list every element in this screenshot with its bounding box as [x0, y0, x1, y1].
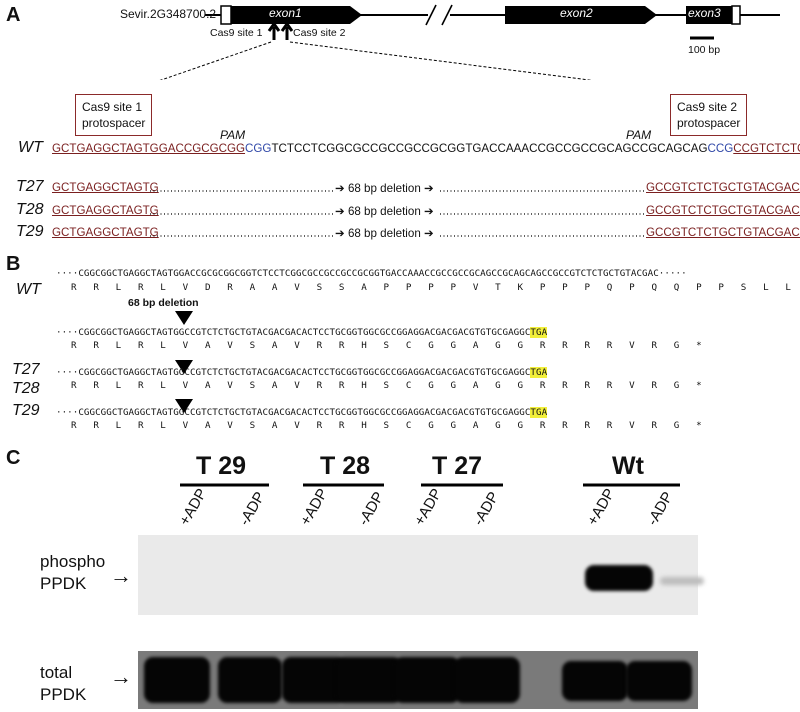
lane-label-5: +ADP	[411, 485, 446, 529]
panel-c-letter: C	[6, 447, 21, 469]
gene-id-label: Sevir.2G348700.2	[120, 7, 217, 21]
phospho-band-wt-minus-adp	[660, 577, 704, 585]
t28-label-a: T28	[16, 201, 44, 218]
exon3-label: exon3	[688, 6, 721, 20]
t28-left-seq: GCTGAGGCTAGTG	[52, 204, 159, 217]
t29-label-a: T29	[16, 223, 44, 240]
t27-right-seq: GCCGTCTCTGCTGTACGACGA	[646, 181, 800, 194]
deletion-markers	[175, 311, 193, 413]
wt-seq-pam2: CCG	[707, 142, 734, 155]
group-underlines	[180, 483, 680, 487]
wt-sequence: GCTGAGGCTAGTGGACCGCGCGGCGGTCTCCTCGGCGCCG…	[52, 142, 800, 155]
wt-seq-middle: TCTCCTCGGCGCCGCCGCCGCGGTGACCAAACCGCCGCCG…	[271, 142, 708, 155]
total-band-1	[144, 657, 210, 703]
t27-label-b: T27	[12, 361, 40, 378]
cas9-site1-protospacer-box: Cas9 site 1 protospacer	[75, 94, 153, 136]
wt-aa-b: R R L R L V D R A A V S S A P P P P V T …	[71, 282, 800, 293]
t29-label-b: T29	[12, 402, 40, 419]
total-band-2	[218, 657, 282, 703]
group-label-t27: T 27	[432, 452, 483, 480]
t29-right-seq: GCCGTCTCTGCTGTACGACGA	[646, 226, 800, 239]
phospho-ppdk-label: phospho PPDK	[40, 552, 106, 593]
group-label-t28: T 28	[320, 452, 371, 480]
group-label-t29: T 29	[196, 452, 247, 480]
total-blot-image	[138, 651, 698, 709]
phospho-arrow: →	[110, 563, 132, 588]
phospho-band-wt-plus-adp	[585, 565, 653, 591]
wt-seq-pam1: CGG	[245, 142, 272, 155]
stop-codon-2: TGA	[530, 367, 548, 378]
phospho-blot-image	[138, 535, 704, 615]
cas9-site2-label: Cas9 site 2	[293, 27, 346, 39]
total-band-6	[454, 657, 520, 703]
lane-label-1: +ADP	[176, 485, 211, 529]
t27-left-seq: GCTGAGGCTAGTG	[52, 181, 159, 194]
total-band-8	[626, 661, 692, 701]
t29-deletion-label: ➔ 68 bp deletion ➔	[335, 227, 434, 240]
total-band-3	[282, 657, 346, 703]
panel-a-letter: A	[6, 4, 21, 26]
wt-label-a: WT	[18, 139, 43, 156]
lane-label-3: +ADP	[297, 485, 332, 529]
lane-label-8: -ADP	[644, 488, 677, 529]
total-arrow: →	[110, 664, 132, 689]
t28-label-b: T28	[12, 380, 40, 397]
lane-label-4: -ADP	[355, 488, 388, 529]
stop-codon-1: TGA	[530, 327, 548, 338]
total-band-4	[336, 657, 402, 703]
mut1-dna: ····CGGCGGCTGAGGCTAGTGGCCGTCTCTGCTGTACGA…	[56, 327, 548, 338]
wt-label-b: WT	[16, 281, 41, 298]
mut2-aa: R R L R L V A V S A V R R H S C G G A G …	[71, 380, 702, 391]
total-band-7	[562, 661, 628, 701]
exon2-label: exon2	[560, 6, 593, 20]
t29-left-seq: GCTGAGGCTAGTG	[52, 226, 159, 239]
wt-seq-protospacer2: CCGTCTCTGCTGTACGACGA	[733, 142, 800, 155]
t28-right-seq: GCCGTCTCTGCTGTACGACGA	[646, 204, 800, 217]
cas9-site2-protospacer-box: Cas9 site 2 protospacer	[670, 94, 748, 136]
scale-bar-label: 100 bp	[688, 44, 721, 56]
gene-model	[159, 4, 780, 80]
deletion-dotted-lines	[150, 190, 644, 237]
panel-b-letter: B	[6, 253, 21, 275]
mut2-dna: ····CGGCGGCTGAGGCTAGTGGCCGTCTCTGCTGTACGA…	[56, 367, 548, 378]
stop-codon-3: TGA	[530, 407, 548, 418]
total-band-5	[394, 657, 460, 703]
wt-seq-protospacer1: GCTGAGGCTAGTGGACCGCGCGG	[52, 142, 246, 155]
mut3-dna: ····CGGCGGCTGAGGCTAGTGGCCGTCTCTGCTGTACGA…	[56, 407, 548, 418]
cas9-site1-label: Cas9 site 1	[210, 27, 263, 39]
t28-deletion-label: ➔ 68 bp deletion ➔	[335, 205, 434, 218]
total-ppdk-label: total PPDK	[40, 663, 87, 704]
t27-deletion-label: ➔ 68 bp deletion ➔	[335, 182, 434, 195]
lane-label-7: +ADP	[584, 485, 619, 529]
lane-label-6: -ADP	[470, 488, 503, 529]
pam1-label: PAM	[220, 128, 246, 142]
exon1-label: exon1	[269, 6, 302, 20]
wt-dna-b: ····CGGCGGCTGAGGCTAGTGGACCGCGCGGCGGTCTCC…	[56, 268, 687, 279]
lane-label-2: -ADP	[236, 488, 269, 529]
group-label-wt: Wt	[612, 452, 644, 480]
deletion-label-b: 68 bp deletion	[128, 297, 199, 309]
mut3-aa: R R L R L V A V S A V R R H S C G G A G …	[71, 420, 702, 431]
mut1-aa: R R L R L V A V S A V R R H S C G G A G …	[71, 340, 702, 351]
t27-label-a: T27	[16, 178, 44, 195]
pam2-label: PAM	[626, 128, 652, 142]
